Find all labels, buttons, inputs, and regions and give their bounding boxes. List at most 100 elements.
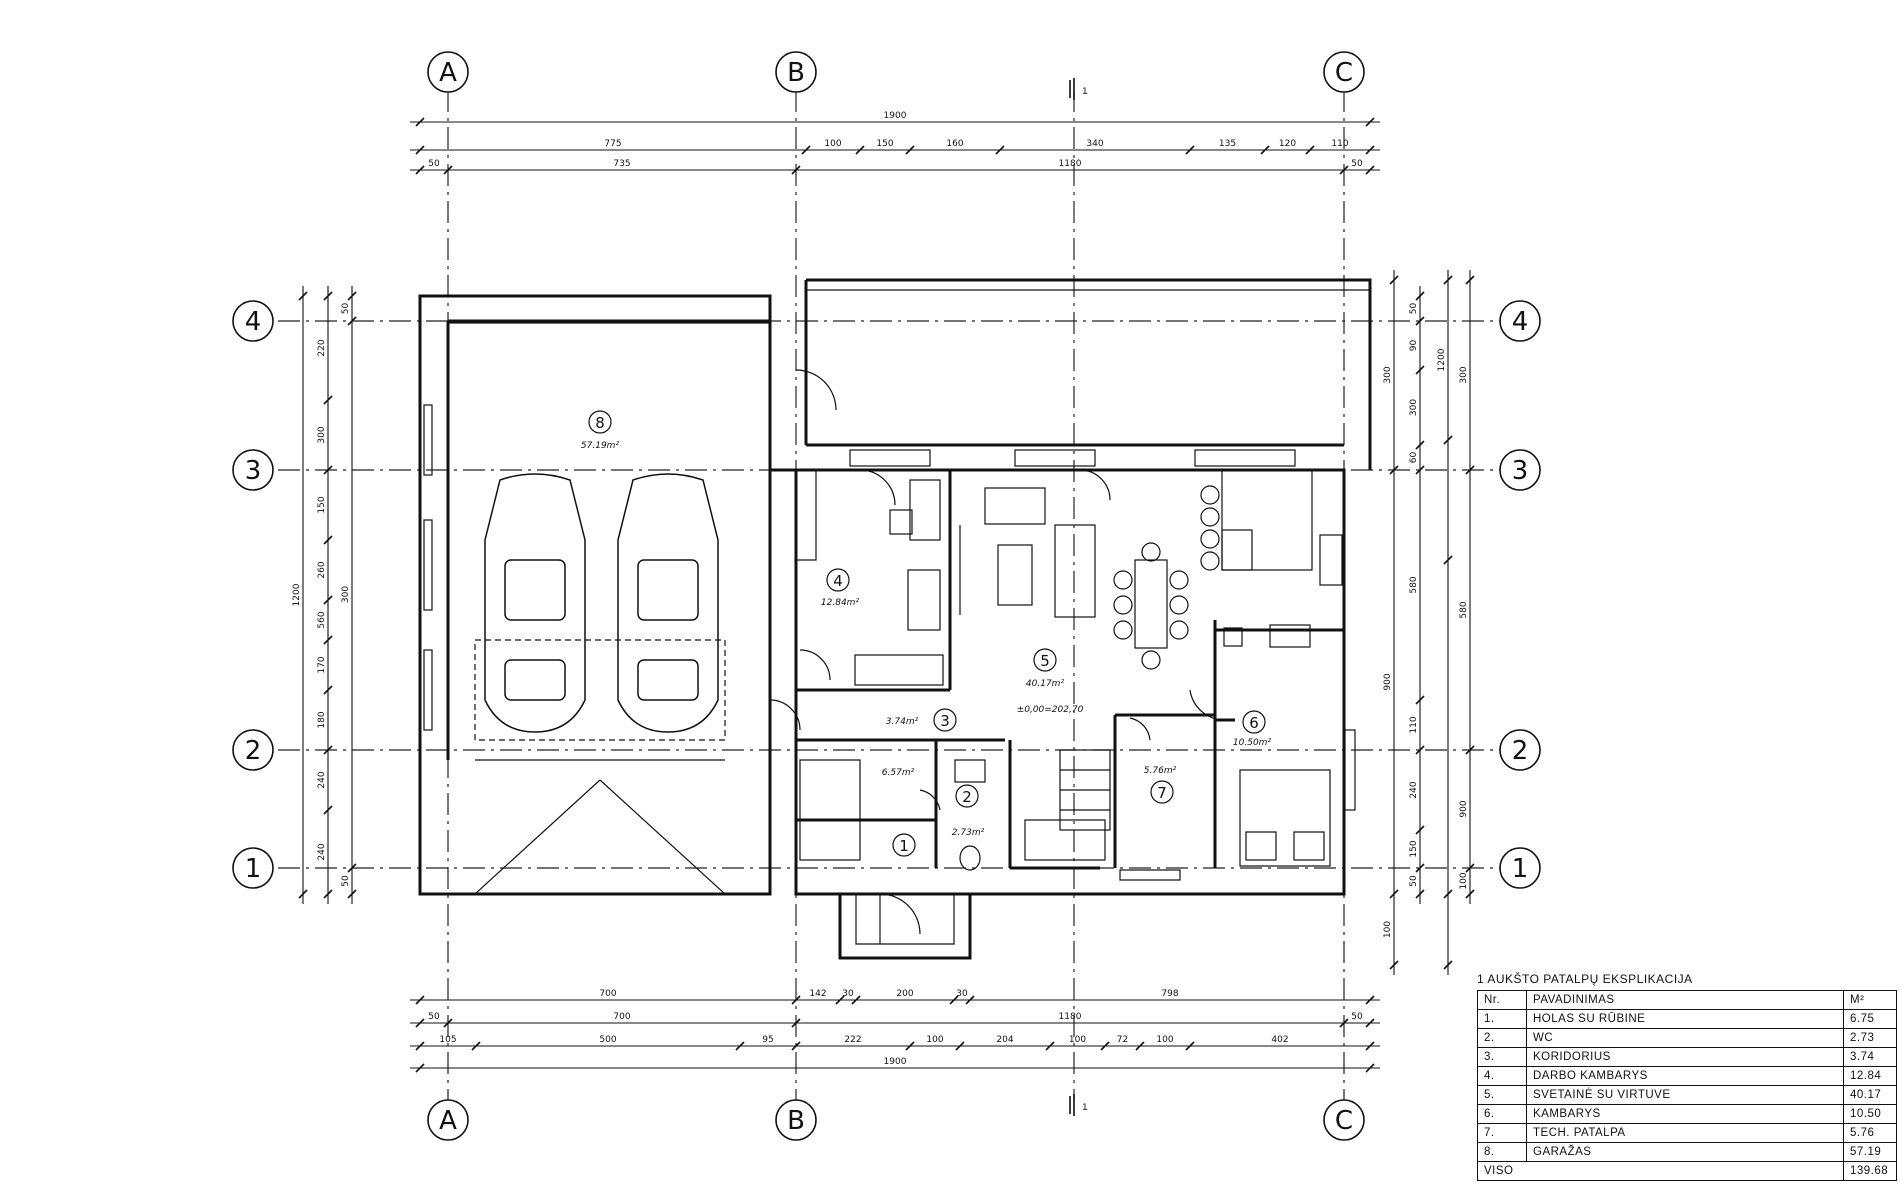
dim-right-inner-tick bbox=[1415, 365, 1425, 375]
row-nr: 7. bbox=[1477, 1123, 1527, 1143]
dim-bottom-chain2-tick bbox=[1135, 1041, 1145, 1051]
table-row: 3. KORIDORIUS 3.74 bbox=[1477, 1047, 1897, 1067]
svg-text:6: 6 bbox=[1249, 714, 1259, 732]
dim-right-inner-tick bbox=[1415, 465, 1425, 475]
header-name: PAVADINIMAS bbox=[1526, 990, 1844, 1010]
svg-text:C: C bbox=[1335, 1106, 1353, 1136]
dim-top-chain-label: 160 bbox=[946, 139, 963, 149]
dim-top-axis-tick bbox=[443, 165, 453, 175]
dim-bottom-chain2-label: 402 bbox=[1271, 1035, 1288, 1045]
dim-bottom-chain2-tick bbox=[1185, 1041, 1195, 1051]
dim-right-terrace-label: 100 bbox=[1383, 921, 1393, 938]
dim-left-inner-label: 300 bbox=[341, 586, 351, 603]
dim-left-middle-label: 560 bbox=[317, 611, 327, 628]
furniture bbox=[799, 469, 1343, 871]
dim-right-middle-tick bbox=[1465, 275, 1475, 285]
grid-bubble-c-top: C bbox=[1323, 51, 1365, 93]
dim-bottom-chain1-tick bbox=[965, 995, 975, 1005]
dim-left-middle-label: 240 bbox=[317, 771, 327, 788]
svg-text:1: 1 bbox=[245, 854, 262, 884]
table-row: 1. HOLAS SU RŪBINE 6.75 bbox=[1477, 1009, 1897, 1029]
svg-text:1: 1 bbox=[1512, 854, 1529, 884]
dim-right-terrace-tick bbox=[1389, 275, 1399, 285]
dim-right-outer-tick bbox=[1443, 275, 1453, 285]
dim-bottom-chain1-tick bbox=[949, 995, 959, 1005]
svg-text:B: B bbox=[787, 1106, 805, 1136]
row-nr: 5. bbox=[1477, 1085, 1527, 1105]
dim-top-chain-tick bbox=[415, 145, 425, 155]
grid-bubble-c-bottom: C bbox=[1323, 1099, 1365, 1141]
dim-bottom-chain2-label: 222 bbox=[844, 1035, 861, 1045]
svg-text:A: A bbox=[439, 58, 457, 88]
row-area: 2.73 bbox=[1843, 1028, 1897, 1048]
dim-right-inner-label: 300 bbox=[1409, 399, 1419, 416]
svg-text:10.50m²: 10.50m² bbox=[1233, 738, 1272, 748]
dim-bottom-axis-tick bbox=[791, 1018, 801, 1028]
row-name: DARBO KAMBARYS bbox=[1526, 1066, 1844, 1086]
grid-bubble-1-left: 1 bbox=[232, 847, 274, 889]
dim-top-overall-tick bbox=[1365, 117, 1375, 127]
dim-top-axis-tick bbox=[1339, 165, 1349, 175]
dim-right-inner-label: 50 bbox=[1409, 875, 1419, 887]
schedule-total-row: VISO 139.68 bbox=[1477, 1161, 1897, 1181]
dim-bottom-overall-tick bbox=[415, 1063, 425, 1073]
grid-bubble-b-top: B bbox=[775, 51, 817, 93]
svg-text:4: 4 bbox=[1512, 307, 1529, 337]
dim-right-inner-tick bbox=[1415, 745, 1425, 755]
row-name: TECH. PATALPA bbox=[1526, 1123, 1844, 1143]
svg-text:5: 5 bbox=[1040, 652, 1050, 670]
dim-top-chain-tick bbox=[855, 145, 865, 155]
dim-bottom-chain2-label: 72 bbox=[1117, 1035, 1128, 1045]
dim-right-outer-tick bbox=[1443, 889, 1453, 899]
dim-left-inner-tick bbox=[347, 863, 357, 873]
dim-bottom-chain2-tick bbox=[1100, 1041, 1110, 1051]
entry-porch bbox=[838, 893, 972, 960]
dim-left-middle-label: 150 bbox=[317, 496, 327, 513]
row-nr: 1. bbox=[1477, 1009, 1527, 1029]
room-tag-2: 2 2.73m² bbox=[952, 784, 985, 838]
dim-bottom-chain1-label: 30 bbox=[842, 989, 854, 999]
dim-bottom-axis-tick bbox=[443, 1018, 453, 1028]
dim-right-outer-tick bbox=[1443, 555, 1453, 565]
dim-top-axis-tick bbox=[1365, 165, 1375, 175]
dim-right-terrace-tick bbox=[1389, 465, 1399, 475]
svg-text:12.84m²: 12.84m² bbox=[821, 598, 860, 608]
dim-bottom-axis-label: 1180 bbox=[1059, 1012, 1082, 1022]
room-tag-4: 4 12.84m² bbox=[821, 568, 860, 608]
dim-left-middle-tick bbox=[323, 889, 333, 899]
dim-right-inner-label: 90 bbox=[1409, 340, 1419, 352]
row-area: 12.84 bbox=[1843, 1066, 1897, 1086]
dim-left-middle-tick bbox=[323, 535, 333, 545]
dim-top-axis-tick bbox=[791, 165, 801, 175]
svg-text:±0,00=202,70: ±0,00=202,70 bbox=[1017, 705, 1084, 715]
dim-bottom-chain1-tick bbox=[415, 995, 425, 1005]
table-row: 6. KAMBARYS 10.50 bbox=[1477, 1104, 1897, 1124]
dim-bottom-chain2-label: 100 bbox=[1156, 1035, 1173, 1045]
room-tag-8: 8 57.19m² bbox=[581, 410, 619, 451]
dim-left-middle-tick bbox=[323, 595, 333, 605]
doors bbox=[769, 369, 1226, 811]
dim-left-outer-tick bbox=[298, 291, 308, 301]
row-area: 40.17 bbox=[1843, 1085, 1897, 1105]
dim-top-axis-tick bbox=[415, 165, 425, 175]
schedule-header: Nr. PAVADINIMAS M² bbox=[1477, 990, 1897, 1010]
svg-text:3.74m²: 3.74m² bbox=[886, 717, 919, 727]
dim-bottom-chain2-tick bbox=[471, 1041, 481, 1051]
car-right bbox=[617, 473, 719, 733]
table-row: 2. WC 2.73 bbox=[1477, 1028, 1897, 1048]
grid-bubble-2-right: 2 bbox=[1499, 729, 1541, 771]
dim-right-inner-label: 150 bbox=[1409, 840, 1419, 857]
section-mark-bottom: 1 bbox=[1069, 1094, 1088, 1116]
dim-right-inner-tick bbox=[1415, 440, 1425, 450]
row-name: GARAŽAS bbox=[1526, 1142, 1844, 1162]
dim-right-middle-tick bbox=[1465, 889, 1475, 899]
dim-bottom-axis-tick bbox=[1339, 1018, 1349, 1028]
dim-left-middle-label: 170 bbox=[317, 656, 327, 673]
dim-top-chain-label: 100 bbox=[824, 139, 841, 149]
dim-top-chain-tick bbox=[1365, 145, 1375, 155]
svg-text:1: 1 bbox=[1082, 87, 1088, 97]
dim-right-inner-label: 110 bbox=[1409, 716, 1419, 733]
dim-right-middle-label: 100 bbox=[1459, 872, 1469, 889]
dim-bottom-axis-tick bbox=[415, 1018, 425, 1028]
